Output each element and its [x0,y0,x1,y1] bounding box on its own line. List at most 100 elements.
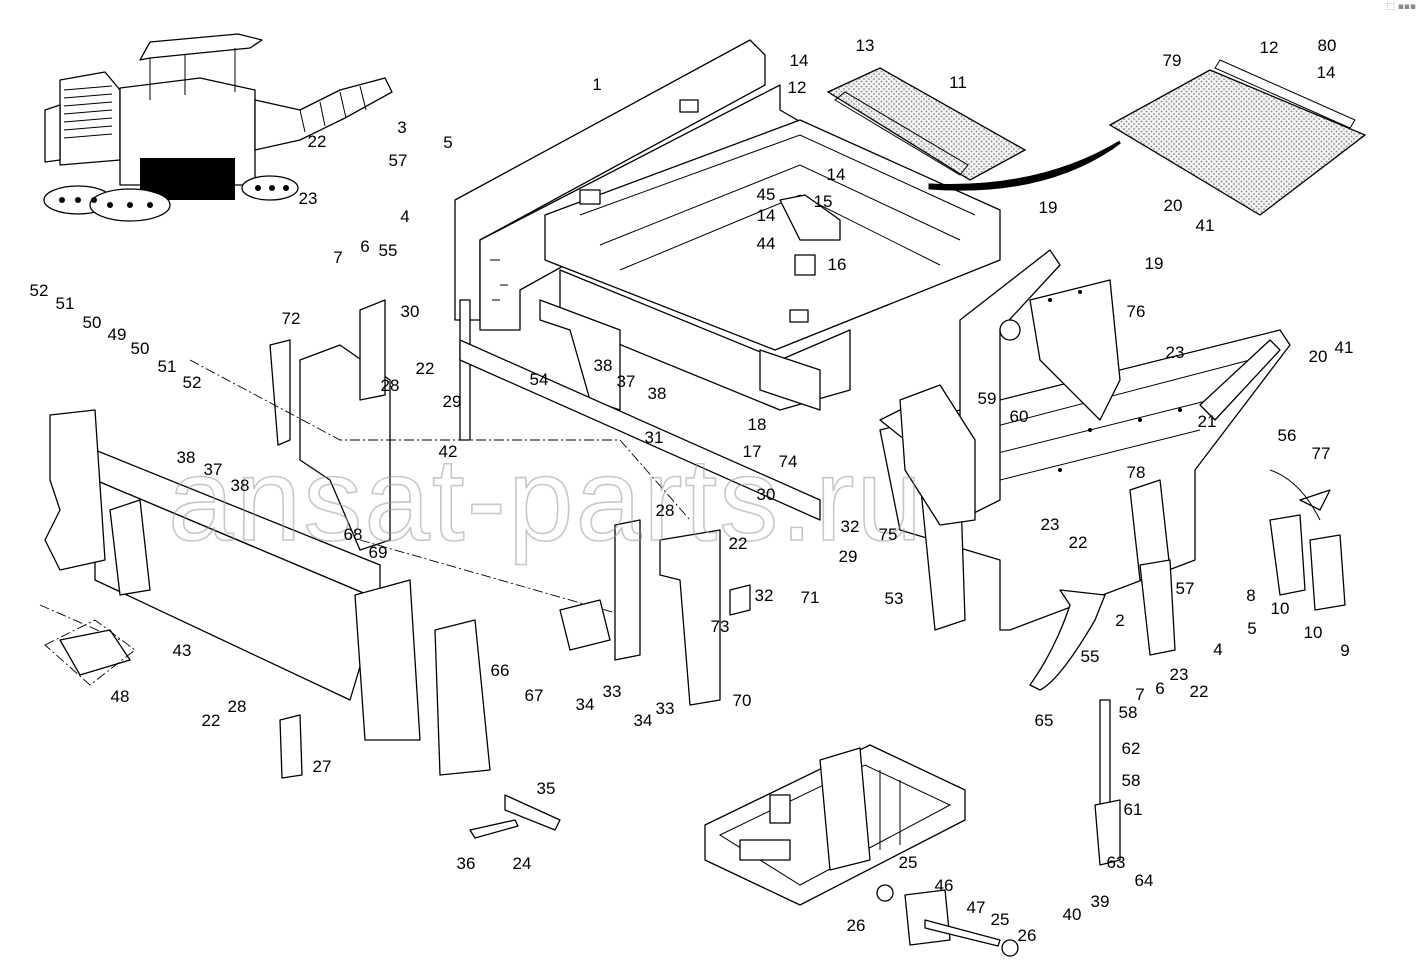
watermark: ansat-parts.ru [168,434,924,566]
callout-52: 52 [30,281,49,300]
callout-28: 28 [656,501,675,520]
callout-22: 22 [1190,682,1209,701]
callout-3: 3 [397,118,406,137]
callout-5: 5 [1247,619,1256,638]
callout-21: 21 [1198,412,1217,431]
callout-2: 2 [1115,611,1124,630]
callout-35: 35 [537,779,556,798]
callout-55: 55 [1081,647,1100,666]
callout-5: 5 [443,133,452,152]
callout-65: 65 [1035,711,1054,730]
callout-22: 22 [416,359,435,378]
callout-12: 12 [788,78,807,97]
callout-80: 80 [1318,36,1337,55]
callout-72: 72 [282,309,301,328]
callout-64: 64 [1135,871,1154,890]
callout-41: 41 [1196,216,1215,235]
callout-62: 62 [1122,739,1141,758]
callout-42: 42 [439,442,458,461]
callout-11: 11 [949,73,967,92]
callout-24: 24 [513,854,532,873]
callout-23: 23 [1166,343,1185,362]
callout-13: 13 [856,36,875,55]
callout-8: 8 [1246,586,1255,605]
hinge-pin-assembly [876,884,1019,957]
machine-overview-icon [43,33,393,222]
callout-41: 41 [1335,338,1354,357]
callout-10: 10 [1304,623,1323,642]
callout-17: 17 [743,442,762,461]
callout-38: 38 [231,476,250,495]
callout-58: 58 [1122,771,1141,790]
callout-73: 73 [711,617,730,636]
callout-19: 19 [1039,198,1058,217]
callout-22: 22 [308,132,327,151]
callout-14: 14 [790,51,809,70]
callout-23: 23 [299,189,318,208]
callout-20: 20 [1309,347,1328,366]
callout-54: 54 [530,370,549,389]
cover-plate-11 [826,67,1027,181]
callout-48: 48 [111,687,130,706]
callout-23: 23 [1170,665,1189,684]
callout-37: 37 [204,460,223,479]
callout-53: 53 [885,589,904,608]
callout-6: 6 [360,237,369,256]
callout-22: 22 [202,711,221,730]
callout-4: 4 [1213,640,1222,659]
callout-75: 75 [879,525,898,544]
callout-22: 22 [1069,533,1088,552]
callout-51: 51 [158,357,177,376]
callout-66: 66 [491,661,510,680]
callout-14: 14 [827,165,846,184]
callout-30: 30 [757,485,776,504]
callout-32: 32 [841,517,860,536]
callout-6: 6 [1155,679,1164,698]
callout-9: 9 [1340,641,1349,660]
callout-44: 44 [757,234,776,253]
callout-25: 25 [899,853,918,872]
callout-30: 30 [401,302,420,321]
callout-49: 49 [108,325,127,344]
callout-20: 20 [1164,196,1183,215]
callout-28: 28 [228,697,247,716]
callout-7: 7 [333,248,342,267]
callout-55: 55 [379,241,398,260]
callout-67: 67 [525,686,544,705]
callout-38: 38 [648,384,667,403]
callout-27: 27 [313,757,332,776]
callout-68: 68 [344,525,363,544]
callout-69: 69 [369,543,388,562]
callout-40: 40 [1063,905,1082,924]
callout-56: 56 [1278,426,1297,445]
callout-12: 12 [1260,38,1279,57]
callout-52: 52 [183,373,202,392]
callout-46: 46 [935,876,954,895]
callout-25: 25 [991,910,1010,929]
callout-47: 47 [967,898,986,917]
callout-45: 45 [757,185,776,204]
callout-1: 1 [592,75,601,94]
callout-22: 22 [729,534,748,553]
callout-50: 50 [83,313,102,332]
callout-70: 70 [733,691,752,710]
callout-38: 38 [177,448,196,467]
callout-14: 14 [1317,63,1336,82]
main-frame [454,39,1001,411]
callout-labels: 1234455667789101011121213141414141516171… [30,36,1354,945]
callout-26: 26 [847,916,866,935]
callout-77: 77 [1312,444,1331,463]
callout-15: 15 [814,192,833,211]
lower-attachments [44,194,1346,866]
callout-14: 14 [757,206,776,225]
curved-cable [928,140,1121,191]
callout-33: 33 [603,682,622,701]
callout-28: 28 [381,376,400,395]
callout-7: 7 [1135,685,1144,704]
callout-74: 74 [779,452,798,471]
callout-29: 29 [839,547,858,566]
callout-16: 16 [828,255,847,274]
callout-58: 58 [1119,703,1138,722]
